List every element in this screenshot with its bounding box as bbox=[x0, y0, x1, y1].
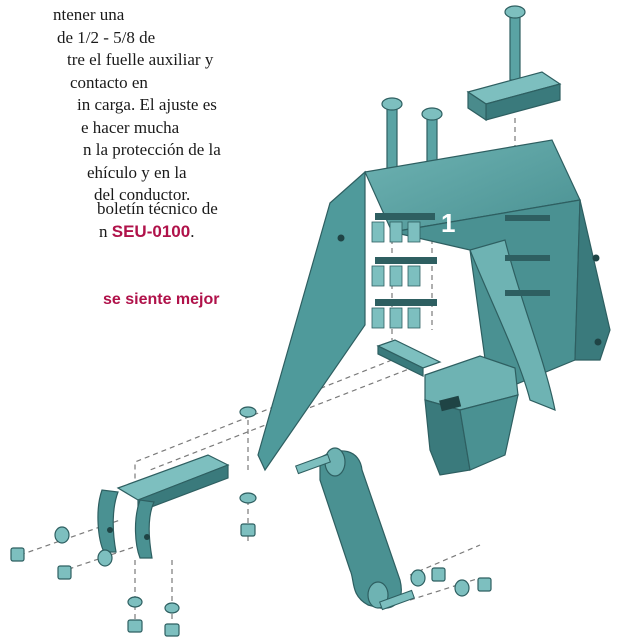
link-lever bbox=[295, 447, 415, 611]
position-number-1: 1 bbox=[441, 208, 455, 238]
nut-icon bbox=[431, 567, 446, 582]
washer-icon bbox=[127, 596, 143, 608]
washer-icon bbox=[239, 406, 257, 418]
nut-icon bbox=[127, 619, 143, 633]
rubber-bumper bbox=[424, 355, 519, 476]
bolt-right bbox=[504, 5, 526, 81]
text-line: del conductor. bbox=[94, 185, 191, 204]
bolt-left bbox=[381, 97, 403, 171]
text-line: ntener una bbox=[53, 5, 125, 24]
nut-icon bbox=[240, 523, 256, 537]
text-line: contacto en bbox=[70, 72, 148, 92]
paragraph-bulletin: boletín técnico de n SEU-0100. bbox=[0, 198, 218, 243]
main-bracket bbox=[257, 139, 611, 472]
bolt-middle bbox=[421, 107, 443, 177]
text-fragment: n bbox=[99, 221, 112, 241]
washer-icon bbox=[97, 549, 113, 567]
text-line: ehículo y en la bbox=[87, 162, 187, 182]
position-number-2: 2 bbox=[441, 253, 455, 283]
washer-icon bbox=[239, 492, 257, 504]
text-line: boletín técnico de bbox=[97, 199, 218, 218]
text-line: n la protección de la bbox=[83, 140, 221, 159]
hardware-washers-nuts bbox=[10, 406, 492, 637]
nut-icon bbox=[57, 565, 72, 580]
nut-icon bbox=[10, 547, 25, 562]
top-spacer-plate bbox=[466, 71, 562, 122]
nut-icon bbox=[477, 577, 492, 592]
washer-icon bbox=[454, 579, 470, 597]
washer-icon bbox=[164, 602, 180, 614]
text-line: tre el fuelle auxiliar y bbox=[67, 50, 214, 69]
washer-icon bbox=[410, 569, 426, 587]
slogan: se siente mejor bbox=[103, 291, 220, 308]
text-line: in carga. El ajuste es bbox=[77, 95, 217, 114]
shim-plate bbox=[376, 339, 442, 377]
washer-icon bbox=[54, 526, 70, 544]
text-line: de 1/2 - 5/8 de bbox=[57, 27, 156, 47]
paragraph-adjustment: ntener una de 1/2 - 5/8 de tre el fuelle… bbox=[0, 4, 221, 207]
position-number-3: 3 bbox=[441, 296, 455, 326]
text-line: n SEU-0100. bbox=[0, 221, 218, 244]
text-line: e hacer mucha bbox=[81, 117, 180, 137]
nut-icon bbox=[164, 623, 180, 637]
text-fragment: . bbox=[190, 221, 195, 241]
bulletin-code: SEU-0100 bbox=[111, 221, 191, 241]
mounting-arm bbox=[97, 454, 230, 559]
